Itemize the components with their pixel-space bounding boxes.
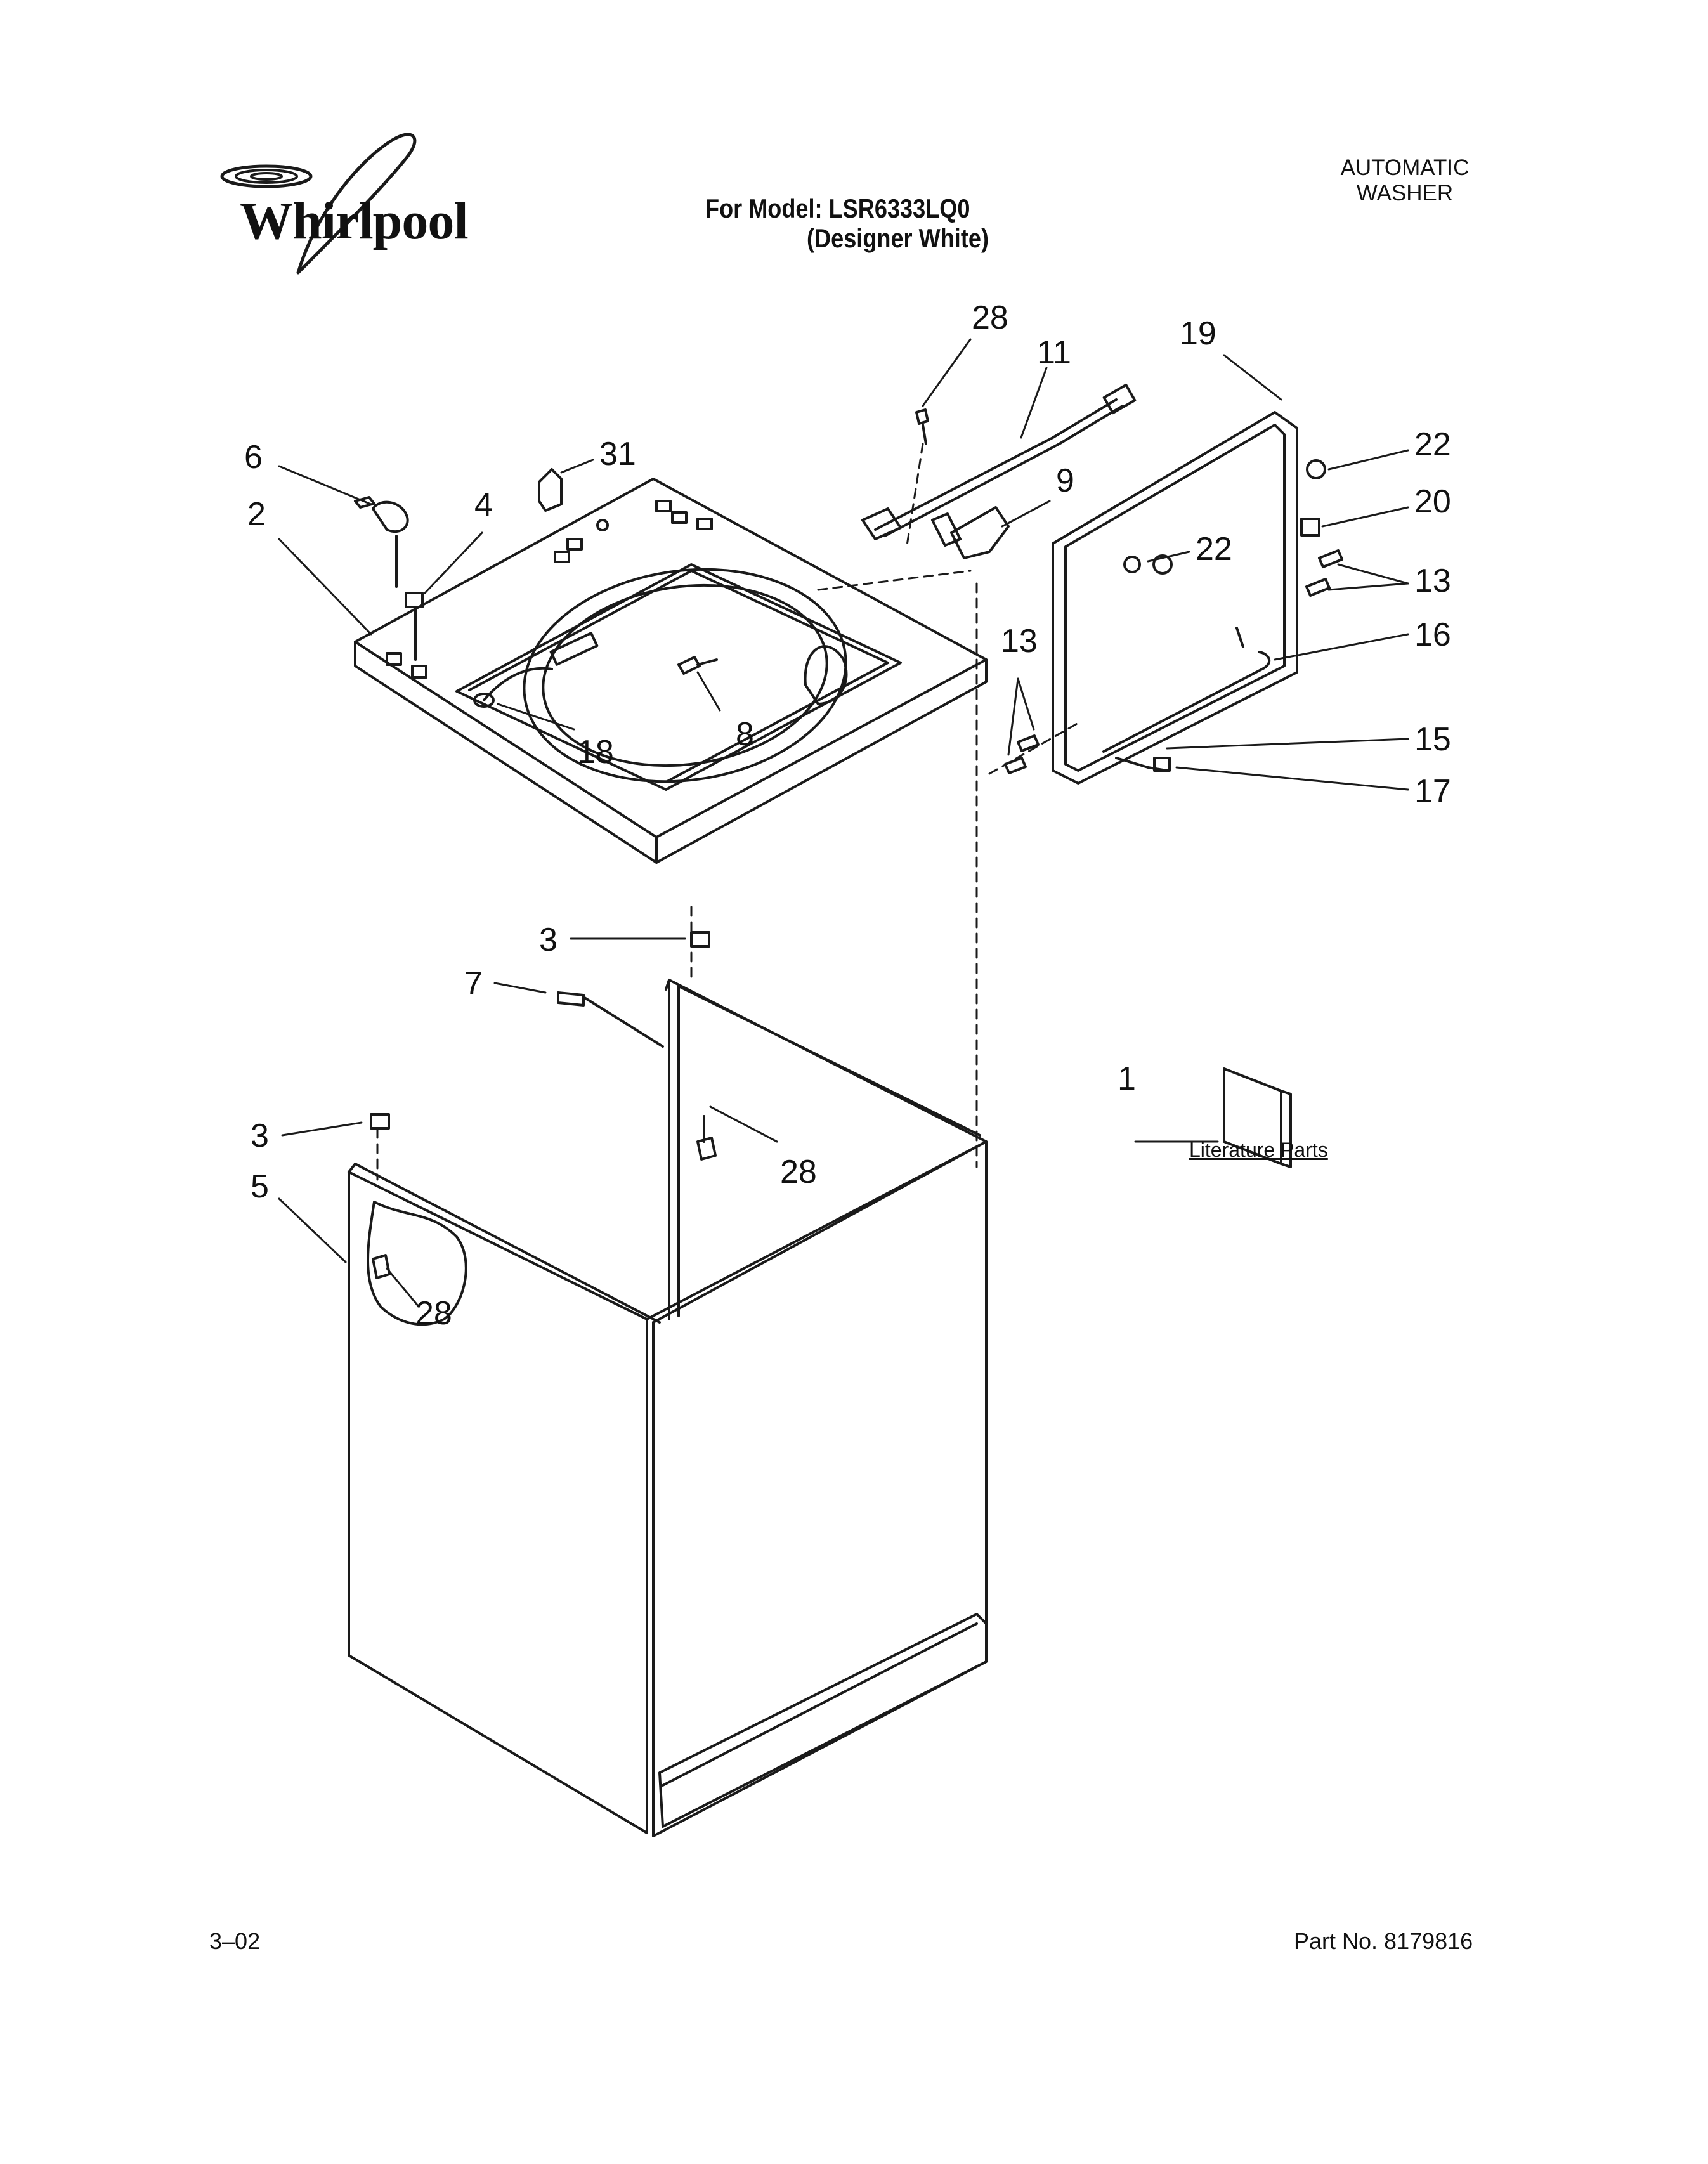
- callout-18: 18: [577, 734, 614, 771]
- wire-harness-11: [861, 383, 1137, 547]
- callout-11: 11: [1037, 334, 1071, 371]
- callout-28-top: 28: [972, 299, 1008, 336]
- callout-1: 1: [1118, 1060, 1136, 1097]
- callout-31: 31: [599, 436, 636, 473]
- callout-16: 16: [1414, 616, 1451, 653]
- callout-2: 2: [247, 496, 266, 533]
- callout-28-mid: 28: [780, 1154, 817, 1190]
- footer-date: 3–02: [209, 1928, 261, 1954]
- small-parts-top: [354, 468, 563, 661]
- guide-lines: [376, 443, 1079, 1181]
- console-frame: [1004, 411, 1343, 785]
- callout-20: 20: [1414, 483, 1451, 520]
- washer-cabinet: [348, 931, 988, 1837]
- model-color: (Designer White): [807, 223, 989, 253]
- callout-19: 19: [1180, 315, 1216, 352]
- callout-15: 15: [1414, 721, 1451, 758]
- callout-5: 5: [251, 1168, 269, 1205]
- part-9-bracket: [950, 506, 1010, 559]
- leader-arrows: [278, 338, 1409, 1308]
- callout-13-right: 13: [1414, 563, 1451, 599]
- callout-4: 4: [474, 486, 493, 523]
- callout-3-lower: 3: [251, 1118, 269, 1154]
- whirlpool-logo-mark: [220, 133, 417, 275]
- category-line-1: AUTOMATIC: [1340, 155, 1470, 180]
- footer-part-number: Part No. 8179816: [1294, 1928, 1473, 1954]
- callout-7: 7: [464, 965, 483, 1002]
- callout-3-upper: 3: [539, 922, 557, 958]
- literature-parts-label: Literature Parts: [1189, 1138, 1328, 1161]
- literature-booklet: [1223, 1067, 1292, 1168]
- callout-6: 6: [244, 439, 263, 476]
- callout-22-outer: 22: [1414, 426, 1451, 463]
- callout-22-inner: 22: [1196, 531, 1232, 568]
- category-label: AUTOMATIC WASHER: [1332, 155, 1478, 206]
- brand-logo: Whirlpool: [240, 192, 469, 251]
- callout-8: 8: [736, 716, 754, 753]
- category-line-2: WASHER: [1356, 181, 1454, 205]
- callout-9: 9: [1056, 462, 1074, 499]
- model-line: For Model: LSR6333LQ0: [705, 193, 970, 223]
- washer-top-panel: [354, 478, 988, 864]
- callout-28-low: 28: [415, 1295, 452, 1332]
- callout-13-left: 13: [1001, 623, 1038, 660]
- callout-17: 17: [1414, 773, 1451, 810]
